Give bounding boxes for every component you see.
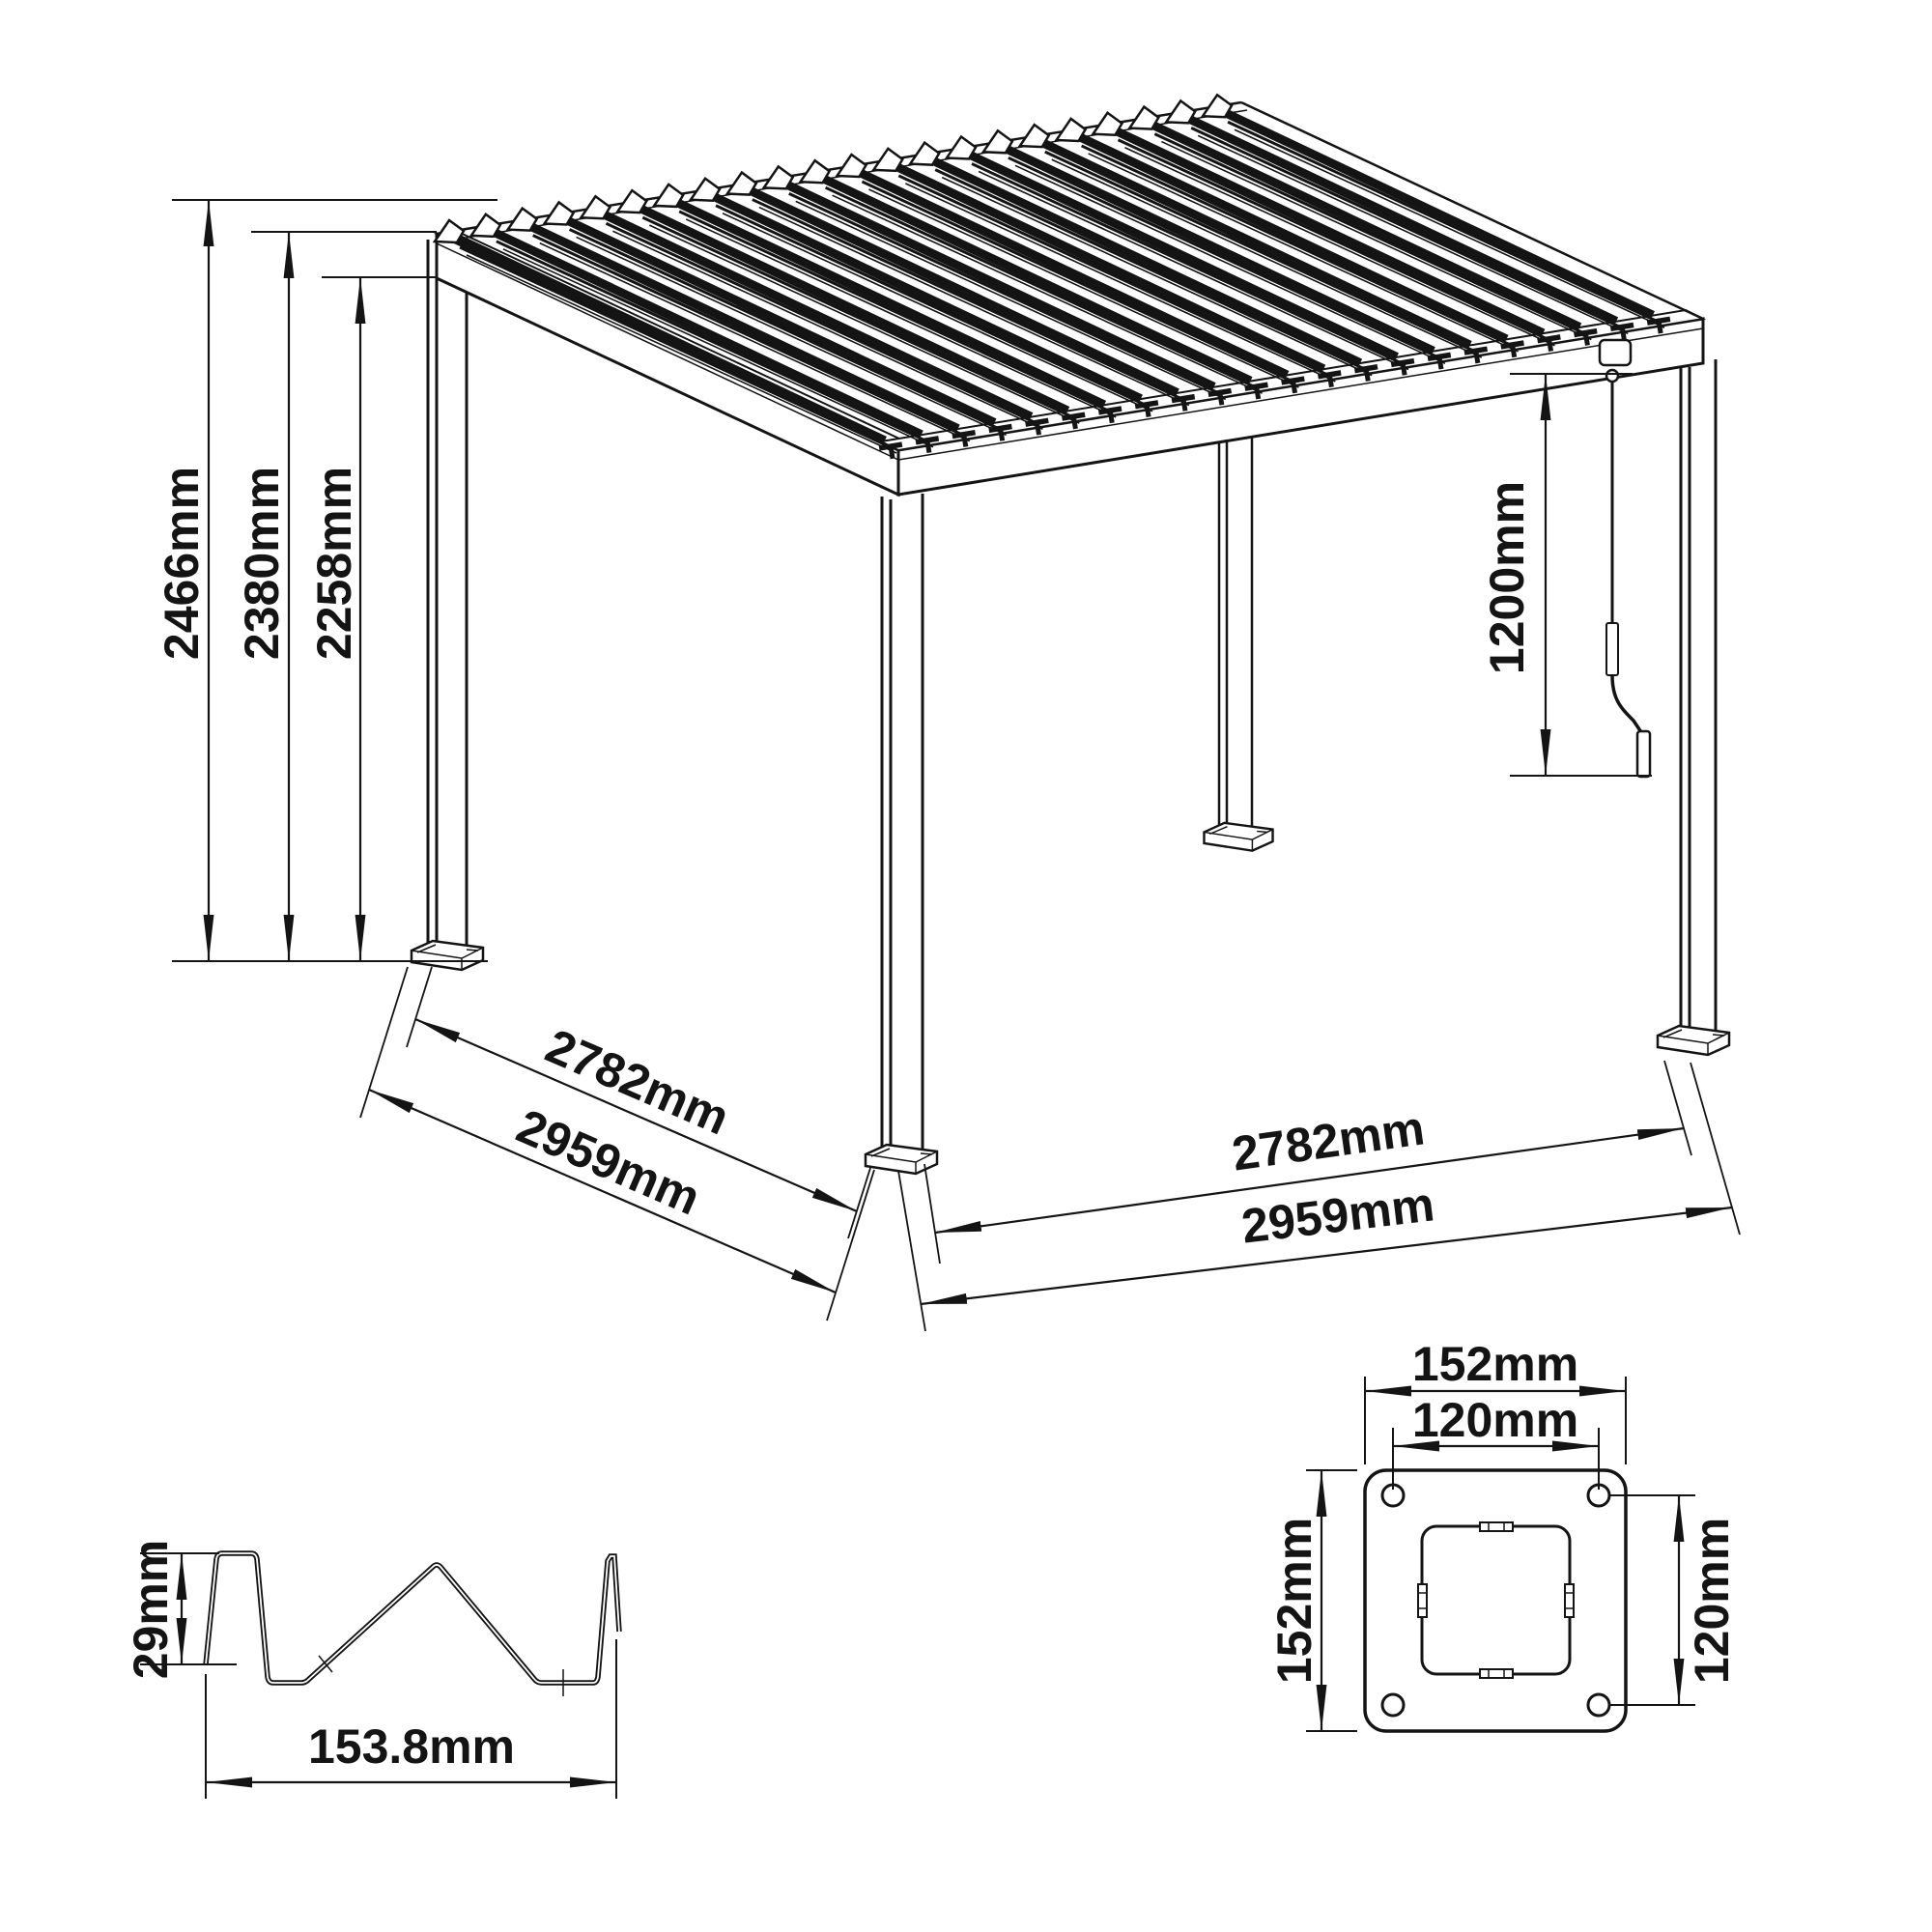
dim-label-profile-width: 153.8mm (308, 1719, 515, 1774)
louver-profile-inner-line (205, 1552, 620, 1684)
dim-label-clearance-height: 2258mm (307, 467, 361, 660)
dim-label-profile-height: 29mm (124, 1540, 178, 1680)
ticks-plate-height (1306, 1469, 1357, 1732)
extension-lines-left-span (359, 966, 875, 1321)
pergola-isometric-view (410, 93, 1731, 1176)
post-right (1679, 359, 1718, 1037)
post-front (880, 494, 924, 1158)
socket-tabs (1417, 1521, 1575, 1679)
dim-line-right-span-outer (920, 1206, 1733, 1306)
dim-label-bolt-spacing-width: 120mm (1412, 1393, 1578, 1447)
louver-profile-detail: 29mm 153.8mm (124, 1540, 622, 1799)
crank-handle (1598, 338, 1652, 779)
post-back (1217, 406, 1254, 835)
section-break-ticks (318, 1655, 564, 1696)
roof-louvers (432, 93, 1671, 460)
post-socket-outline (1420, 1524, 1572, 1676)
dim-label-frame-height: 2380mm (235, 467, 289, 660)
bolt-holes (1380, 1483, 1611, 1718)
dim-label-bolt-spacing-height: 120mm (1685, 1518, 1739, 1684)
dim-line-left-span-outer (368, 1088, 837, 1294)
dim-label-plate-height: 152mm (1267, 1518, 1321, 1684)
base-plate-detail: 152mm 120mm 152mm 120mm (1267, 1337, 1739, 1733)
dim-label-plate-width: 152mm (1412, 1337, 1578, 1391)
dim-label-overall-height: 2466mm (155, 467, 209, 660)
ticks-bolt-spacing-width (1392, 1428, 1600, 1490)
dim-label-crank-drop: 1200mm (1480, 481, 1534, 674)
post-left (426, 237, 469, 954)
